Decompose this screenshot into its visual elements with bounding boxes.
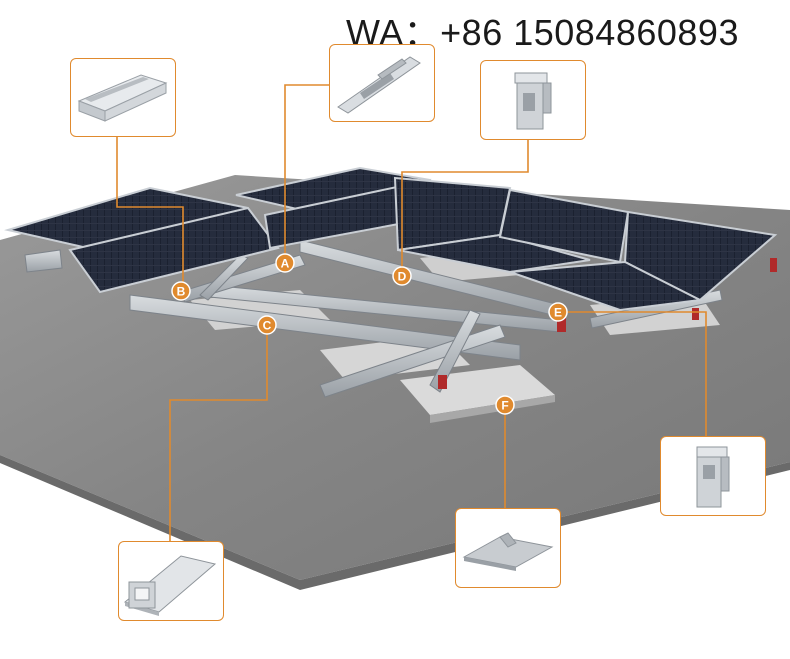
callout-c[interactable] xyxy=(118,541,224,621)
marker-f-label: F xyxy=(501,399,508,413)
marker-c-label: C xyxy=(263,319,272,333)
leader-lines xyxy=(116,84,707,542)
callout-b[interactable] xyxy=(70,58,176,137)
mid-clamp-icon xyxy=(696,446,730,508)
marker-c[interactable]: C xyxy=(257,315,277,335)
callout-a[interactable] xyxy=(329,44,435,122)
marker-d[interactable]: D xyxy=(392,266,412,286)
channel-rail-icon xyxy=(77,74,168,122)
end-clamp-icon xyxy=(514,72,552,130)
aluminum-profile-icon xyxy=(123,555,217,616)
rail-connector-icon xyxy=(337,56,421,114)
solar-panel xyxy=(397,233,591,274)
callout-d[interactable] xyxy=(480,60,586,140)
flashing-plate-icon xyxy=(462,532,554,571)
marker-b[interactable]: B xyxy=(171,281,191,301)
rail-frame xyxy=(24,239,723,398)
solar-panel-array xyxy=(4,166,778,312)
marker-e-label: E xyxy=(554,306,562,320)
solar-panel xyxy=(68,206,280,294)
marker-d-label: D xyxy=(398,270,407,284)
rail-end-caps xyxy=(438,258,777,389)
marker-a-label: A xyxy=(281,257,290,271)
solar-panel xyxy=(509,260,704,312)
callout-e[interactable] xyxy=(660,436,766,516)
marker-e[interactable]: E xyxy=(548,302,568,322)
marker-a[interactable]: A xyxy=(275,253,295,273)
callout-f[interactable] xyxy=(455,508,561,588)
ballast-block xyxy=(430,395,555,423)
roof-edge xyxy=(0,455,790,590)
marker-f[interactable]: F xyxy=(495,395,515,415)
marker-b-label: B xyxy=(177,285,186,299)
